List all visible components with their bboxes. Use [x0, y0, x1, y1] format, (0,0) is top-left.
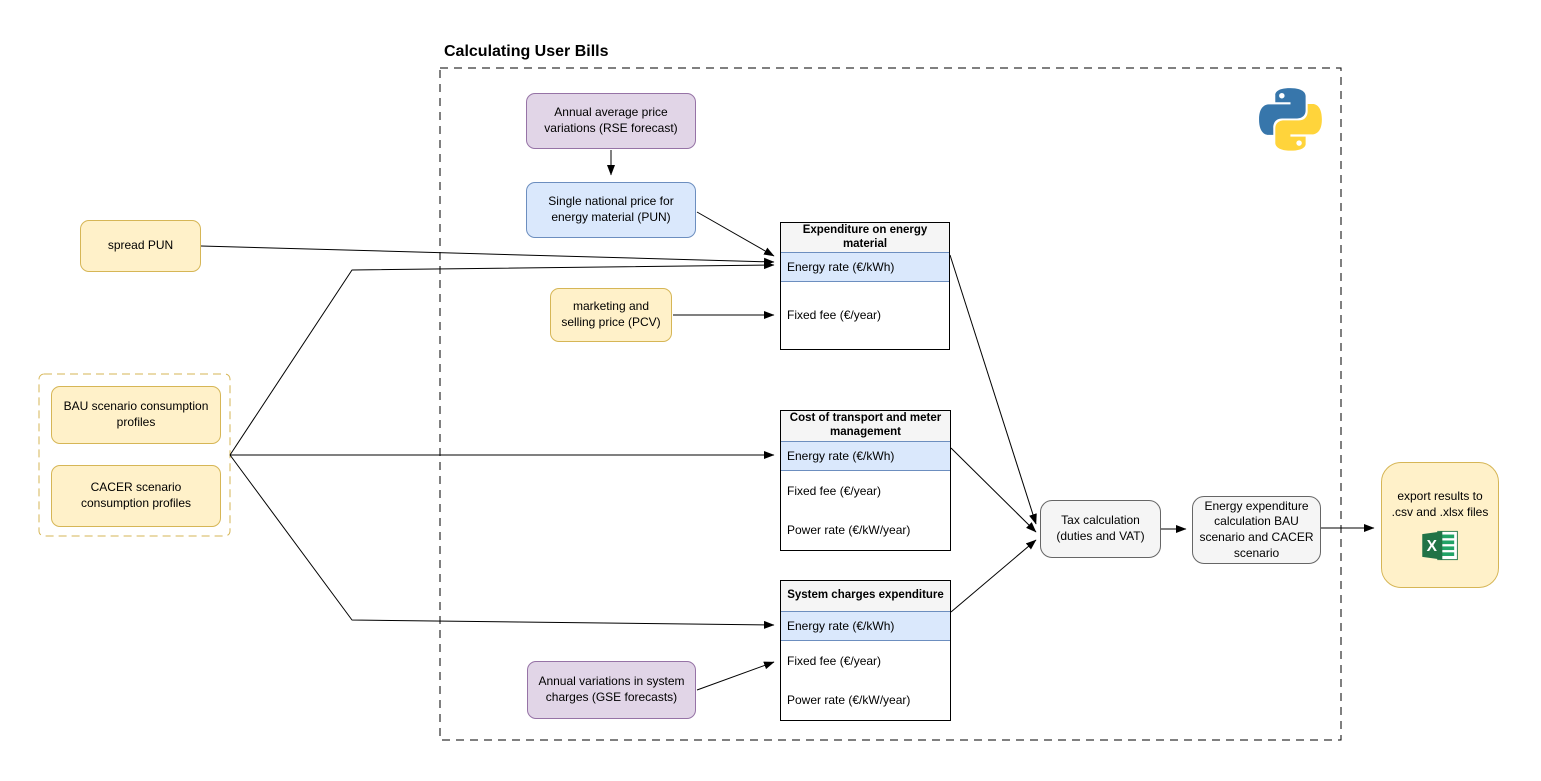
table-body: Fixed fee (€/year) Power rate (€/kW/year…: [781, 641, 950, 720]
table-transport-meter: Cost of transport and meter management E…: [780, 410, 951, 551]
table-row-power-rate: Power rate (€/kW/year): [787, 693, 911, 708]
node-pun: Single national price for energy materia…: [526, 182, 696, 238]
edge-table1-to-tax: [949, 254, 1037, 525]
node-pcv-label: marketing and selling price (PCV): [561, 299, 661, 329]
table-header: System charges expenditure: [781, 581, 950, 611]
edge-gse-to-fixedfee3: [696, 661, 775, 691]
table-header: Expenditure on energy material: [781, 223, 949, 252]
svg-text:X: X: [1426, 538, 1437, 555]
node-rse-forecast-label: Annual average price variations (RSE for…: [544, 105, 678, 135]
row-label: Energy rate (€/kWh): [787, 619, 895, 633]
edge-profiles-to-energyrate3: [229, 454, 775, 629]
edge-pun-to-energyrate1: [696, 211, 775, 257]
table-row-energy-rate: Energy rate (€/kWh): [781, 441, 950, 471]
edge-profiles-to-energyrate1: [229, 261, 775, 456]
node-tax-calculation-label: Tax calculation (duties and VAT): [1056, 513, 1145, 543]
diagram-title: Calculating User Bills: [444, 43, 609, 60]
node-spread-pun: spread PUN: [80, 220, 201, 272]
node-pun-label: Single national price for energy materia…: [548, 194, 674, 224]
table-energy-material: Expenditure on energy material Energy ra…: [780, 222, 950, 350]
table-row-fixed-fee: Fixed fee (€/year): [787, 653, 882, 668]
node-energy-expenditure: Energy expenditure calculation BAU scena…: [1192, 496, 1321, 564]
excel-icon: X: [1421, 530, 1458, 560]
table-header: Cost of transport and meter management: [781, 411, 950, 441]
table-row-energy-rate: Energy rate (€/kWh): [781, 252, 949, 282]
node-tax-calculation: Tax calculation (duties and VAT): [1040, 500, 1161, 558]
node-bau-profiles: BAU scenario consumption profiles: [51, 386, 221, 444]
edge-table2-to-tax: [950, 447, 1037, 533]
node-pcv: marketing and selling price (PCV): [550, 288, 672, 342]
node-gse-forecast: Annual variations in system charges (GSE…: [527, 661, 696, 719]
edge-spreadpun-to-energyrate1: [200, 245, 775, 266]
table-body: Fixed fee (€/year) Power rate (€/kW/year…: [781, 471, 950, 550]
table-body: Fixed fee (€/year): [781, 282, 949, 349]
node-gse-forecast-label: Annual variations in system charges (GSE…: [538, 674, 685, 704]
row-label: Energy rate (€/kWh): [787, 260, 895, 274]
node-rse-forecast: Annual average price variations (RSE for…: [526, 93, 696, 149]
node-spread-pun-label: spread PUN: [107, 238, 174, 253]
table-row-energy-rate: Energy rate (€/kWh): [781, 611, 950, 641]
node-cacer-profiles-label: CACER scenario consumption profiles: [80, 480, 192, 510]
table-row-fixed-fee: Fixed fee (€/year): [787, 308, 882, 323]
node-energy-expenditure-label: Energy expenditure calculation BAU scena…: [1199, 498, 1314, 560]
table-system-charges: System charges expenditure Energy rate (…: [780, 580, 951, 721]
node-bau-profiles-label: BAU scenario consumption profiles: [63, 399, 209, 429]
python-logo-icon: [1259, 88, 1322, 151]
node-export-results-label: export results to .csv and .xlsx files: [1391, 489, 1489, 519]
node-cacer-profiles: CACER scenario consumption profiles: [51, 465, 221, 527]
table-row-fixed-fee: Fixed fee (€/year): [787, 483, 882, 498]
edge-table3-to-tax: [950, 539, 1037, 613]
node-export-results: export results to .csv and .xlsx files X: [1381, 462, 1499, 588]
table-row-power-rate: Power rate (€/kW/year): [787, 523, 911, 538]
row-label: Energy rate (€/kWh): [787, 449, 895, 463]
